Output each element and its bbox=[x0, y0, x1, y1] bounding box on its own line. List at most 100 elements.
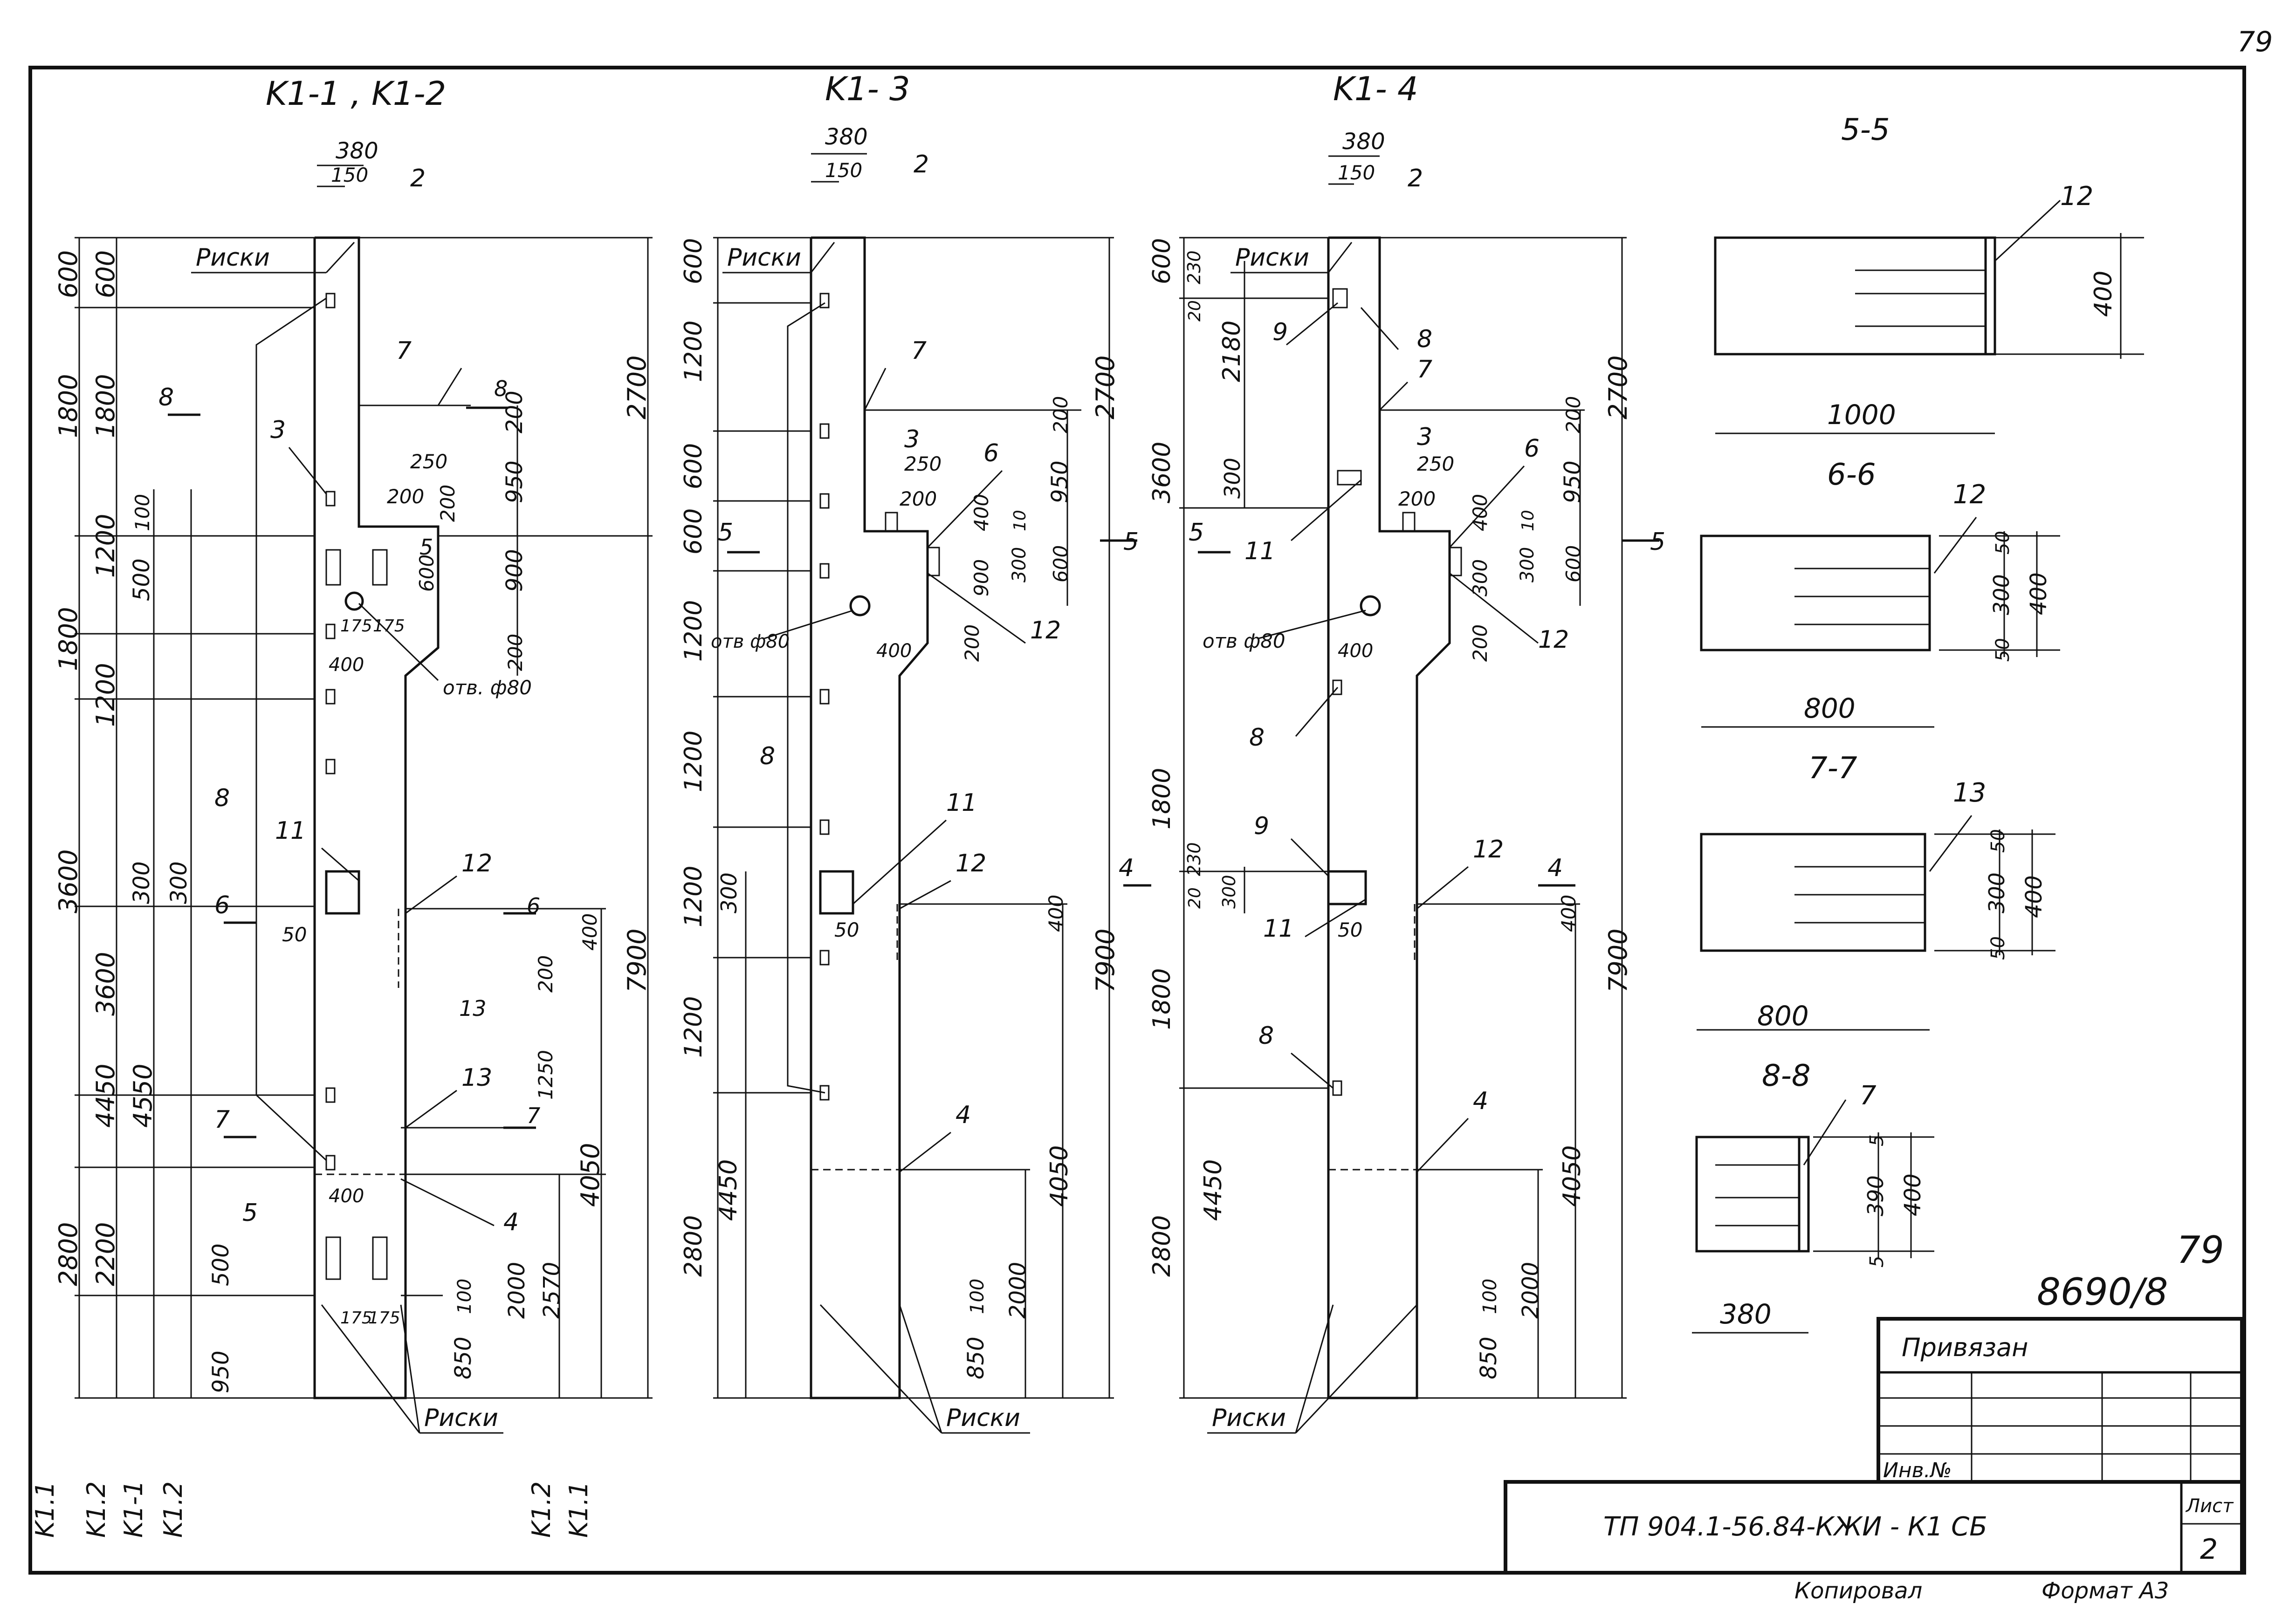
col-a-right-dim: 400 bbox=[578, 913, 601, 951]
col-c-section-mark: 4 bbox=[1119, 854, 1134, 882]
col-b-right-dim: 50 bbox=[834, 918, 859, 941]
col-a-left-dim: 1800 bbox=[54, 374, 83, 438]
col-c-left-dim: 4450 bbox=[1199, 1159, 1227, 1221]
section-8-8-title: 8-8 bbox=[1762, 1059, 1811, 1093]
col-c-left-dim: 2800 bbox=[1148, 1215, 1176, 1277]
col-a-right-dim: 2000 bbox=[504, 1262, 530, 1319]
section-8-8-dim: 5 bbox=[1866, 1256, 1888, 1268]
col-c-left-dim: 230 bbox=[1184, 842, 1204, 876]
col-c-right-dim: 7900 bbox=[1603, 929, 1633, 993]
col-c-callout: 9 bbox=[1254, 812, 1269, 840]
title-col-a: K1-1 , K1-2 bbox=[266, 75, 446, 113]
col-a-left-dim: 3600 bbox=[91, 952, 120, 1016]
section-8-8-dim: 390 bbox=[1863, 1175, 1888, 1216]
col-b-callout: 12 bbox=[1030, 617, 1061, 644]
section-6-6-width: 800 bbox=[1804, 692, 1856, 724]
col-c-riski-bottom: Риски bbox=[1212, 1404, 1286, 1432]
col-a-right-dim: 250 bbox=[410, 450, 447, 473]
col-a-left-dim: 100 bbox=[131, 494, 154, 531]
col-c-top-dim: 150 bbox=[1338, 161, 1375, 184]
col-a-riski-bottom: Риски bbox=[424, 1404, 498, 1432]
handwritten-number: 79 bbox=[2177, 1228, 2224, 1272]
col-a-left-dim: 2200 bbox=[91, 1222, 120, 1286]
col-a-left-dim: 500 bbox=[129, 558, 155, 601]
col-a-callout: 8 bbox=[214, 784, 230, 812]
col-a-callout: 2 bbox=[410, 164, 426, 192]
col-a-left-dim: 1800 bbox=[91, 374, 120, 438]
col-c-callout: 9 bbox=[1272, 318, 1288, 346]
col-a-section-mark: 8 bbox=[158, 384, 174, 411]
col-b-callout: 4 bbox=[956, 1101, 971, 1129]
col-a-right-dim: 4050 bbox=[576, 1143, 605, 1207]
col-c-right-dim: 50 bbox=[1338, 918, 1362, 941]
section-6-6: 6-6 800 400 50 300 50 12 bbox=[1700, 458, 2060, 728]
col-a-bottom-label: K1-1 bbox=[119, 1480, 148, 1538]
title-block: Привязан Инв.№ ТП 904.1-56.84-КЖИ - К1 С… bbox=[1504, 1317, 2244, 1575]
section-5-5: 5-5 1000 400 12 bbox=[1714, 113, 2144, 434]
col-b-right-dim: 900 bbox=[970, 559, 993, 596]
col-c-right-dim: 850 bbox=[1476, 1336, 1502, 1379]
col-c-right-dim: 600 bbox=[1562, 545, 1585, 582]
section-7-7-width: 800 bbox=[1757, 1000, 1809, 1032]
col-a-bottom-label: K1.2 bbox=[158, 1481, 188, 1538]
inv-no-label: Инв.№ bbox=[1883, 1459, 1952, 1482]
document-code: ТП 904.1-56.84-КЖИ - К1 СБ bbox=[1603, 1512, 1987, 1542]
col-a-right-dim: 2700 bbox=[622, 356, 652, 419]
col-a-left-dim: 1200 bbox=[91, 514, 120, 578]
title-col-c: K1- 4 bbox=[1333, 70, 1418, 108]
col-c-right-dim: 400 bbox=[1469, 494, 1492, 531]
col-c-callout: 8 bbox=[1417, 325, 1432, 353]
privyazan-label: Привязан bbox=[1902, 1333, 2028, 1362]
col-c-left-dim: 20 bbox=[1185, 887, 1204, 909]
column-a-elevation bbox=[75, 236, 653, 1399]
col-b-right-dim: 2700 bbox=[1091, 356, 1120, 419]
col-b-right-dim: 100 bbox=[967, 1279, 988, 1314]
col-c-callout: 6 bbox=[1524, 435, 1540, 463]
col-c-section-mark: 5 bbox=[1189, 519, 1204, 547]
col-a-right-dim: 50 bbox=[282, 923, 307, 946]
section-7-7-title: 7-7 bbox=[1808, 751, 1857, 786]
sheet-number: 2 bbox=[2200, 1533, 2218, 1566]
col-b-right-dim: 300 bbox=[1009, 547, 1030, 582]
page-number: 79 bbox=[2237, 26, 2273, 58]
sheet-label: Лист bbox=[2185, 1495, 2234, 1517]
col-a-left-dim: 3600 bbox=[54, 850, 83, 913]
col-a-left-dim: 600 bbox=[54, 250, 83, 298]
section-7-7-dim: 50 bbox=[1987, 829, 2009, 853]
col-c-right-dim: 200 bbox=[1469, 624, 1492, 662]
col-c-callout: 7 bbox=[1417, 356, 1432, 384]
col-c-callout: 11 bbox=[1263, 915, 1294, 943]
col-c-right-dim: 2700 bbox=[1603, 356, 1633, 419]
col-a-callout: отв. ф80 bbox=[443, 676, 532, 699]
col-b-left-dim: 300 bbox=[716, 872, 742, 913]
col-b-callout: 6 bbox=[983, 439, 999, 467]
section-5-5-height: 400 bbox=[2090, 271, 2117, 317]
col-b-right-dim: 7900 bbox=[1091, 929, 1120, 993]
col-b-right-dim: 4050 bbox=[1045, 1145, 1073, 1207]
col-a-top-dim-380: 380 bbox=[336, 138, 378, 164]
section-7-7-dim: 50 bbox=[1987, 936, 2009, 960]
col-a-section-mark: 7 bbox=[214, 1106, 230, 1134]
col-b-left-dim: 1200 bbox=[680, 321, 708, 382]
col-a-callout: 12 bbox=[461, 850, 492, 877]
col-b-right-dim: 2000 bbox=[1005, 1262, 1031, 1319]
col-a-left-dim: 1200 bbox=[91, 663, 120, 727]
col-c-right-dim: 2000 bbox=[1518, 1262, 1544, 1319]
col-b-right-dim: 600 bbox=[1049, 545, 1072, 582]
col-c-callout: 3 bbox=[1417, 423, 1432, 451]
col-b-left-dim: 4450 bbox=[715, 1159, 742, 1221]
col-a-section-mark: 6 bbox=[527, 893, 540, 918]
col-b-right-dim: 10 bbox=[1011, 510, 1030, 531]
col-b-left-dim: 1200 bbox=[680, 866, 708, 927]
col-a-left-dim: 2800 bbox=[54, 1222, 83, 1286]
column-b-elevation bbox=[713, 236, 1114, 1399]
col-c-left-dim: 300 bbox=[1219, 875, 1239, 909]
section-6-6-dim: 300 bbox=[1989, 574, 2014, 615]
col-a-right-dim: 1250 bbox=[534, 1050, 557, 1100]
section-6-6-dim: 50 bbox=[1992, 531, 2014, 555]
col-b-left-dim: 600 bbox=[680, 443, 708, 489]
col-c-top-dim: 380 bbox=[1342, 129, 1385, 155]
col-b-right-dim: 400 bbox=[1045, 895, 1067, 932]
col-b-left-dim: 2800 bbox=[680, 1215, 708, 1277]
col-a-right-dim: 950 bbox=[502, 460, 528, 503]
